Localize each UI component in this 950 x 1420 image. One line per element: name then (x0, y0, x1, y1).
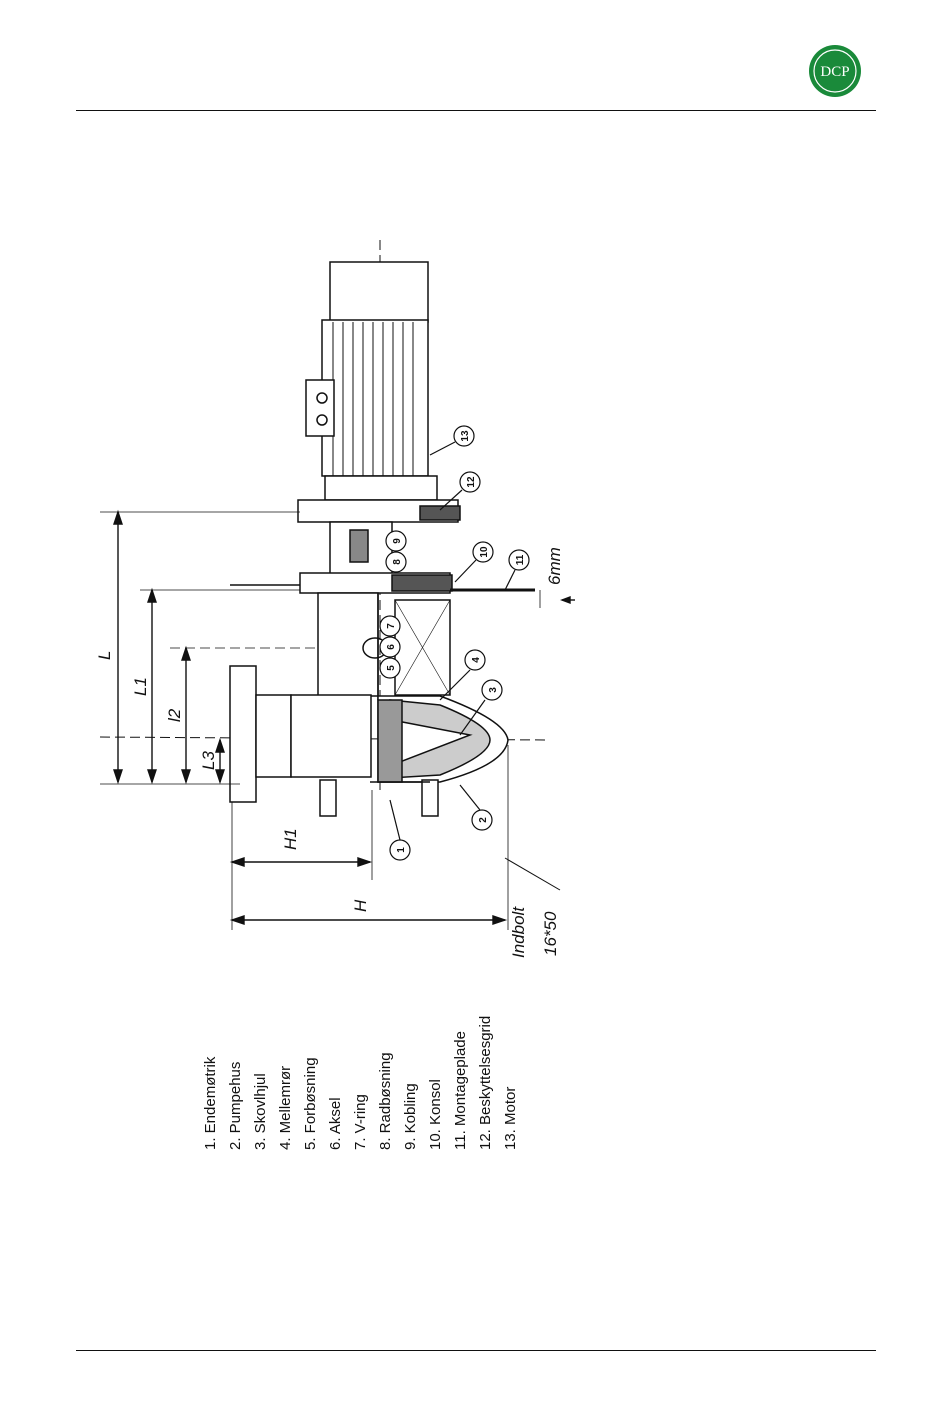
bolt-note-2: 16*50 (541, 911, 560, 956)
dim-h: H (351, 899, 370, 912)
legend-item-13: 13. Motor (502, 1087, 519, 1150)
legend-item-2: 2. Pumpehus (227, 1062, 244, 1150)
callout-13: 13 (460, 430, 471, 442)
callout-7: 7 (386, 623, 397, 629)
callout-5: 5 (386, 665, 397, 671)
callout-4: 4 (471, 657, 482, 663)
callout-3: 3 (488, 687, 499, 693)
legend-item-12: 12. Beskyttelsesgrid (477, 1016, 494, 1150)
bolt-note-1: Indbolt (509, 906, 528, 958)
callout-1: 1 (396, 847, 407, 853)
legend-item-6: 6. Aksel (327, 1097, 344, 1150)
legend-item-7: 7. V-ring (352, 1094, 369, 1150)
dim-l3: L3 (199, 751, 218, 770)
legend-item-5: 5. Forbøsning (302, 1057, 319, 1150)
legend-item-1: 1. Endemøtrik (202, 1056, 219, 1150)
legend-item-9: 9. Kobling (402, 1083, 419, 1150)
callout-10: 10 (479, 546, 490, 558)
callout-2: 2 (478, 817, 489, 823)
legend-item-4: 4. Mellemrør (277, 1066, 294, 1150)
callout-9: 9 (392, 538, 403, 544)
callout-8: 8 (392, 559, 403, 565)
callout-12: 12 (466, 476, 477, 488)
callout-6: 6 (386, 644, 397, 650)
dim-l2: l2 (165, 708, 184, 722)
legend-item-11: 11. Montageplade (452, 1031, 469, 1150)
legend-item-3: 3. Skovlhjul (252, 1073, 269, 1150)
dim-6mm: 6mm (545, 547, 564, 585)
legend-item-8: 8. Radbøsning (377, 1052, 394, 1150)
callout-11: 11 (515, 554, 526, 565)
legend-item-10: 10. Konsol (427, 1079, 444, 1150)
dim-l: L (95, 651, 114, 660)
dim-h1: H1 (281, 828, 300, 850)
dim-l1: L1 (131, 677, 150, 696)
